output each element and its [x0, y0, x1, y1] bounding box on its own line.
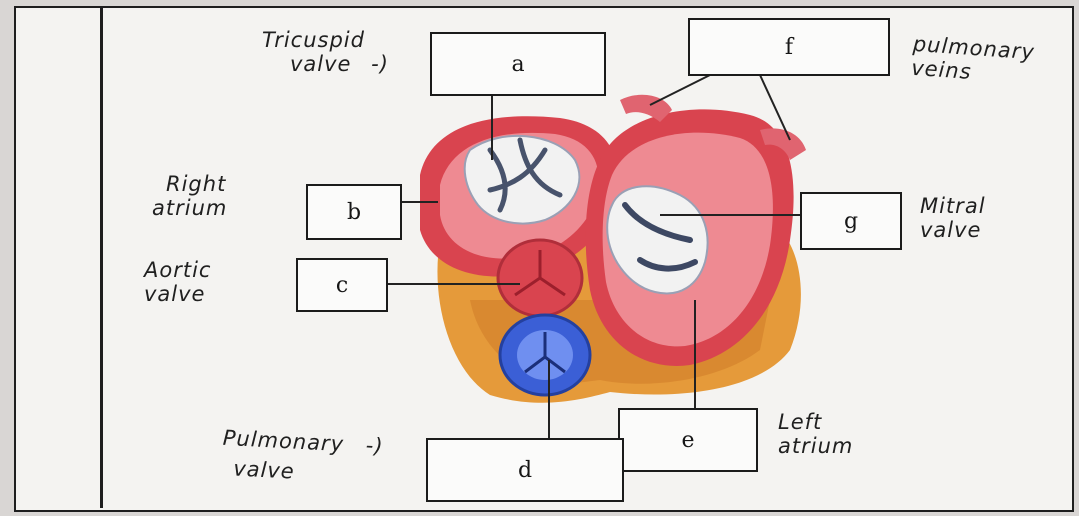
label-box-b: b: [306, 184, 402, 240]
pulmonary-valve-arrow: -): [351, 433, 384, 459]
left-atrium-line2: atrium: [778, 434, 853, 458]
label-box-c: c: [296, 258, 388, 312]
right-atrium-line1: Right: [152, 172, 227, 196]
tricuspid-note-line2: valve: [290, 52, 351, 76]
label-box-e: e: [618, 408, 758, 472]
label-b-text: b: [347, 200, 361, 225]
aortic-line1: Aortic: [144, 258, 211, 282]
mitral-note: Mitral valve: [920, 194, 986, 242]
label-box-f: f: [688, 18, 890, 76]
leader-f-1: [650, 75, 710, 105]
right-atrium-note: Right atrium: [152, 172, 227, 220]
aortic-line2: valve: [144, 282, 211, 306]
left-atrium-note: Left atrium: [778, 410, 853, 458]
mitral-line2: valve: [920, 218, 986, 242]
left-atrium-line1: Left: [778, 410, 853, 434]
tricuspid-note-line1: Tricuspid: [262, 28, 389, 52]
right-atrium-line2: atrium: [152, 196, 227, 220]
label-g-text: g: [844, 209, 858, 234]
tricuspid-note: Tricuspid valve -): [262, 28, 389, 76]
label-box-g: g: [800, 192, 902, 250]
label-f-text: f: [785, 35, 793, 60]
label-box-a: a: [430, 32, 606, 96]
mitral-line1: Mitral: [920, 194, 986, 218]
label-box-d: d: [426, 438, 624, 502]
label-e-text: e: [681, 428, 694, 453]
label-d-text: d: [518, 458, 532, 483]
label-a-text: a: [511, 52, 524, 77]
tricuspid-arrow: -): [359, 52, 389, 76]
pulmonary-veins-note: pulmonary veins: [910, 32, 1035, 88]
aortic-note: Aortic valve: [144, 258, 211, 306]
pulmonary-valve-note: Pulmonary -) valve: [221, 426, 384, 488]
label-c-text: c: [336, 273, 348, 298]
